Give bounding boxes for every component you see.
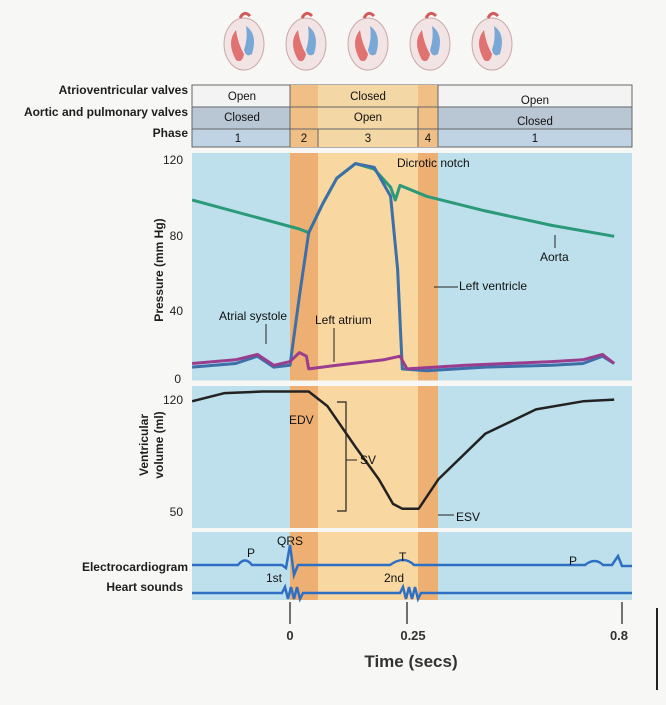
aortic-closed-1: Closed: [224, 112, 260, 124]
heart-vessel-icon: [424, 11, 438, 19]
pressure-axis-label: Pressure (mm Hg): [152, 218, 166, 321]
volume-axis-label-1: Ventricular: [137, 414, 151, 476]
heart-chamber-left-icon: [355, 30, 368, 62]
ecg-trace: [192, 544, 632, 580]
phase-1: 1: [235, 133, 241, 145]
heart-sounds-trace: [192, 583, 632, 603]
dicrotic-notch-label: Dicrotic notch: [397, 156, 470, 170]
heart-vessel-icon: [238, 11, 252, 19]
volume-panel-phase2: [290, 386, 318, 528]
heart-chamber-right-icon: [306, 26, 316, 56]
volume-axis-label-2: volume (ml): [152, 411, 166, 478]
second-sound-label: 2nd: [384, 571, 404, 585]
heart-outline-icon: [223, 17, 265, 71]
first-sound-label: 1st: [266, 571, 283, 585]
time-axis: 0 0.25 0.8 Time (secs): [286, 602, 628, 671]
aortic-closed-2: Closed: [517, 116, 553, 128]
phase-2: 2: [301, 133, 307, 145]
heart-icon: [285, 11, 327, 71]
ecg-plot: [192, 544, 632, 603]
ecg-p-label: P: [247, 546, 255, 560]
av-valves-label: Atrioventricular valves: [59, 83, 189, 97]
heart-chamber-left-icon: [293, 30, 306, 62]
p-tick-0: 0: [174, 372, 181, 386]
v-tick-50: 50: [170, 505, 184, 519]
heart-vessel-icon: [362, 11, 376, 19]
heart-outline-icon: [285, 17, 327, 71]
heart-chamber-left-icon: [417, 30, 430, 62]
pressure-y-axis: 120 80 40 0 Pressure (mm Hg): [152, 153, 183, 386]
volume-y-axis: 120 50 Ventricular volume (ml): [137, 393, 183, 519]
phase-1b: 1: [532, 133, 538, 145]
aorta-label: Aorta: [540, 250, 569, 264]
heart-chamber-right-icon: [368, 26, 378, 56]
heart-chamber-right-icon: [244, 26, 254, 56]
p-tick-120: 120: [163, 153, 183, 167]
volume-panel-phase4: [418, 386, 438, 528]
x-axis-title: Time (secs): [364, 652, 457, 671]
volume-plot: [192, 390, 615, 510]
phase-4: 4: [425, 133, 432, 145]
p-tick-40: 40: [170, 304, 184, 318]
phase-label: Phase: [153, 126, 189, 140]
x-label-025: 0.25: [400, 628, 425, 643]
volume-series-line: [192, 390, 615, 510]
heart-icon: [471, 11, 513, 71]
aortic-open: Open: [354, 112, 382, 124]
heart-icon: [409, 11, 451, 71]
v-tick-120: 120: [163, 393, 183, 407]
heart-outline-icon: [347, 17, 389, 71]
sv-bracket: [337, 401, 347, 512]
pressure-series-left-atrium: [192, 351, 616, 371]
pressure-series-left-ventricle: [192, 162, 615, 373]
av-open-1: Open: [228, 91, 256, 103]
heart-chamber-left-icon: [479, 30, 492, 62]
valve-phase-table: Atrioventricular valves Aortic and pulmo…: [24, 83, 633, 148]
heart-vessel-icon: [486, 11, 500, 19]
edv-label: EDV: [289, 413, 314, 427]
heart-chamber-right-icon: [430, 26, 440, 56]
heart-outline-icon: [409, 17, 451, 71]
heart-vessel-icon: [300, 11, 314, 19]
av-open-2: Open: [521, 95, 549, 107]
av-closed: Closed: [350, 91, 386, 103]
ecg-t-label: T: [399, 550, 407, 564]
pressure-panel-phase4: [418, 153, 438, 381]
heart-chamber-left-icon: [231, 30, 244, 62]
heart-outline-icon: [471, 17, 513, 71]
p-tick-80: 80: [170, 229, 184, 243]
volume-panel-phase3: [318, 386, 418, 528]
esv-label: ESV: [456, 510, 480, 524]
phase-3: 3: [365, 133, 371, 145]
heart-icon: [223, 11, 265, 71]
heart-chamber-right-icon: [492, 26, 502, 56]
left-ventricle-label: Left ventricle: [459, 279, 527, 293]
heart-sounds-label: Heart sounds: [106, 580, 183, 594]
ecg-p2-label: P: [569, 554, 577, 568]
x-label-0: 0: [286, 628, 293, 643]
sv-label: SV: [360, 453, 376, 467]
ecg-qrs-label: QRS: [277, 534, 303, 548]
pressure-plot: [192, 162, 616, 373]
left-atrium-label: Left atrium: [315, 313, 372, 327]
x-label-08: 0.8: [610, 628, 628, 643]
phase-backgrounds: [192, 153, 632, 600]
aortic-valves-label: Aortic and pulmonary valves: [24, 105, 188, 119]
atrial-systole-label: Atrial systole: [219, 309, 287, 323]
ecg-label: Electrocardiogram: [82, 560, 188, 574]
heart-icon: [347, 11, 389, 71]
heart-illustrations: [223, 11, 513, 71]
